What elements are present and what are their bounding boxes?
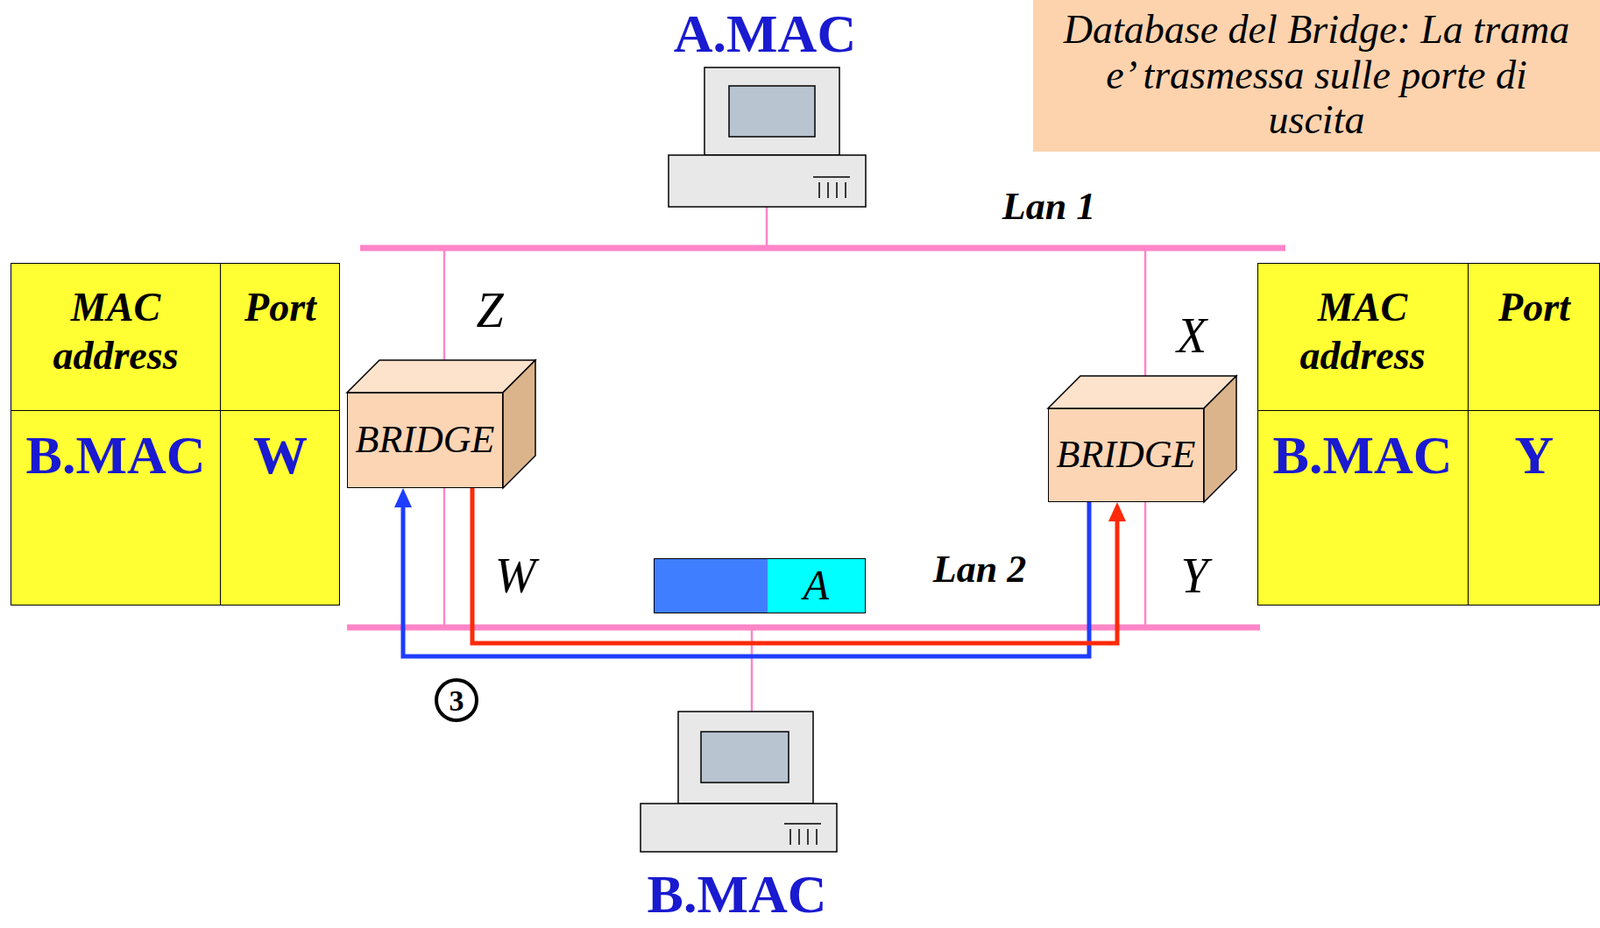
flow-arrow — [472, 488, 1126, 644]
bridge-port-wire — [1144, 502, 1147, 628]
bridge-port-wire — [1144, 247, 1147, 376]
port-label: Z — [475, 283, 503, 339]
table-cell: Y — [1467, 424, 1600, 485]
lan-bus — [360, 245, 1286, 252]
bridge-port-wire — [443, 247, 447, 361]
note-text: Database del Bridge: La trama e’ trasmes… — [1059, 7, 1574, 143]
callout-number: 3 — [449, 684, 465, 717]
table-header: Port — [1467, 283, 1600, 332]
box-label: BRIDGE — [1056, 433, 1197, 476]
lan-bus — [346, 624, 1261, 631]
mac-table: MAC addressPortB.MACY — [1257, 262, 1600, 606]
lan-label: Lan 2 — [933, 548, 1027, 591]
table-cell: B.MAC — [11, 424, 220, 485]
table-cell: B.MAC — [1258, 424, 1467, 485]
mac-table: MAC addressPortB.MACW — [10, 262, 340, 606]
table-cell: W — [219, 424, 341, 485]
port-label: Y — [1180, 549, 1208, 604]
table-rule — [219, 263, 221, 605]
computer-icon — [668, 67, 866, 207]
bridge-box: BRIDGE — [346, 392, 503, 489]
note-box: Database del Bridge: La trama e’ trasmes… — [1033, 0, 1600, 152]
bridge-side-face — [1203, 375, 1237, 503]
table-header: MAC address — [1263, 283, 1462, 380]
host-label: A.MAC — [673, 3, 857, 64]
computer-icon — [640, 711, 837, 852]
table-rule — [11, 410, 340, 411]
table-header: Port — [219, 283, 341, 332]
table-rule — [1467, 263, 1469, 605]
frame-box: A — [653, 558, 866, 614]
bridge-side-face — [502, 360, 536, 489]
table-rule — [1258, 410, 1600, 411]
box-label: BRIDGE — [355, 418, 496, 461]
bridge-port-wire — [443, 488, 447, 628]
table-header: MAC address — [16, 283, 215, 380]
host-label: B.MAC — [647, 863, 828, 924]
host-wire — [750, 627, 754, 712]
bridge-box: BRIDGE — [1047, 408, 1204, 503]
port-label: X — [1176, 309, 1207, 364]
port-label: W — [495, 549, 537, 604]
flow-arrow — [394, 488, 1090, 657]
host-wire — [765, 206, 769, 248]
box-label: A — [803, 562, 829, 609]
callout-circle — [436, 679, 477, 721]
lan-label: Lan 1 — [1002, 185, 1096, 228]
